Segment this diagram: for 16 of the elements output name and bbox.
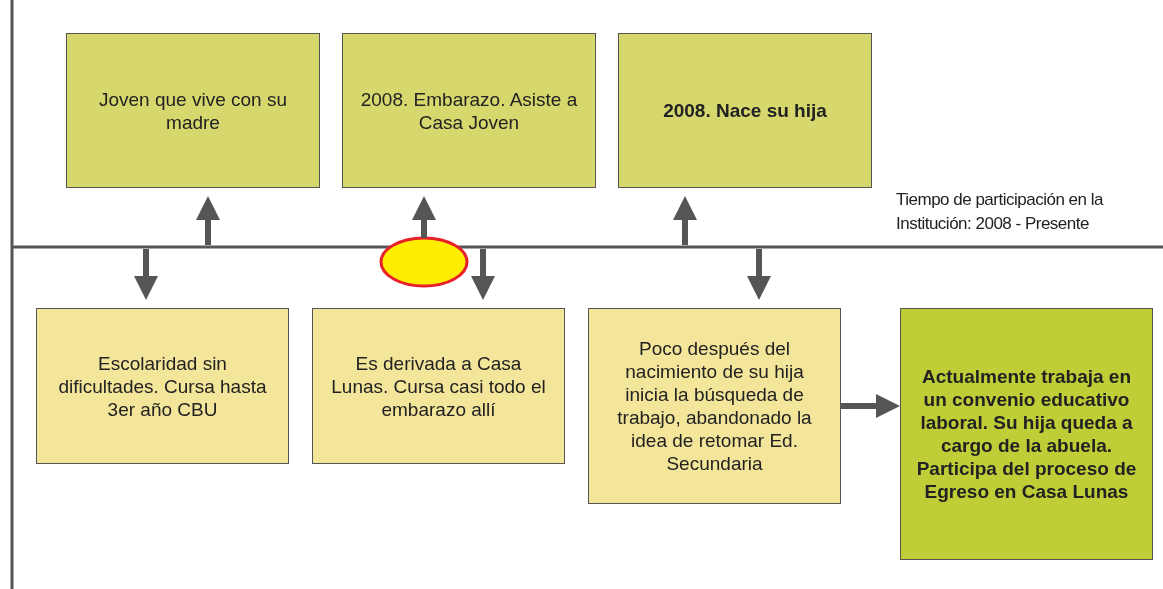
timeline-marker [379, 236, 469, 288]
event-text: Joven que vive con su madre [98, 87, 288, 134]
arrow [134, 249, 158, 300]
arrow [471, 249, 495, 300]
note-text: Tiempo de participación en la Institución: 2008 - Presente [896, 189, 1105, 235]
event-text: Es derivada a Casa Lunas. Cursa casi todo el embarazo allí [330, 351, 547, 421]
arrow [747, 249, 771, 300]
arrow [412, 196, 436, 238]
event-text: Escolaridad sin dificultades. Cursa hasta 3er año CBU [57, 351, 268, 421]
event-text: Actualmente trabaja en un convenio educativo laboral. Su hija queda a cargo de la abuela. Participa del proceso de Egreso en Casa Lunas [915, 365, 1138, 503]
event-text: Poco después del nacimiento de su hija inicia la búsqueda de trabajo, abandonado la idea de retomar Ed. Secundaria [616, 337, 813, 475]
event-text: 2008. Embarazo. Asiste a Casa Joven [359, 87, 579, 134]
arrow [196, 196, 220, 245]
arrow [673, 196, 697, 245]
event-text: 2008. Nace su hija [663, 99, 827, 122]
arrow [841, 394, 900, 418]
